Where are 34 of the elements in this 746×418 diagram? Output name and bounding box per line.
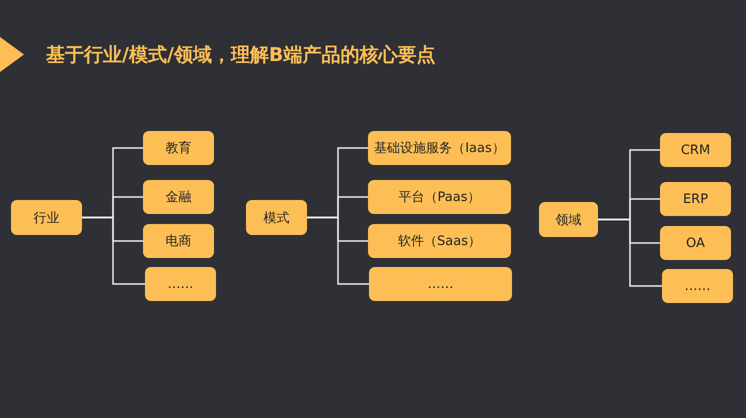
- category-box: [145, 267, 216, 301]
- node-label: 基础设施服务（Iaas）: [374, 140, 505, 157]
- title: 基于行业/模式/领域，理解B端产品的核心要点: [46, 43, 436, 68]
- node-label: 软件（Saas）: [398, 233, 481, 250]
- category-box: [143, 180, 214, 214]
- node-label: 教育: [166, 140, 192, 157]
- node-label: 金融: [166, 189, 192, 206]
- node-label: 领域: [556, 212, 582, 228]
- category-box: [660, 226, 731, 260]
- category-box: [246, 200, 307, 235]
- connector-line: [598, 218, 662, 287]
- category-box: [660, 182, 731, 216]
- category-box: [539, 202, 598, 237]
- category-box: [143, 131, 214, 165]
- category-box: [143, 224, 214, 258]
- connector-line: [82, 216, 145, 285]
- node-label: ……: [168, 276, 194, 292]
- node-label: 模式: [264, 210, 290, 226]
- node-label: CRM: [680, 142, 710, 158]
- node-label: ……: [684, 278, 710, 294]
- category-box: [369, 267, 512, 301]
- category-box: [368, 180, 511, 214]
- node-label: 电商: [166, 233, 192, 250]
- connector-line: [307, 216, 369, 285]
- node-label: 行业: [34, 210, 60, 226]
- node-label: ERP: [682, 192, 708, 206]
- node-label: OA: [686, 236, 705, 250]
- category-box: [368, 131, 511, 165]
- node-label: ……: [428, 276, 454, 292]
- category-box: [660, 133, 731, 167]
- category-box: [662, 269, 733, 303]
- node-label: 平台（Paas）: [398, 189, 480, 206]
- category-box: [368, 224, 511, 258]
- category-box: [11, 200, 82, 235]
